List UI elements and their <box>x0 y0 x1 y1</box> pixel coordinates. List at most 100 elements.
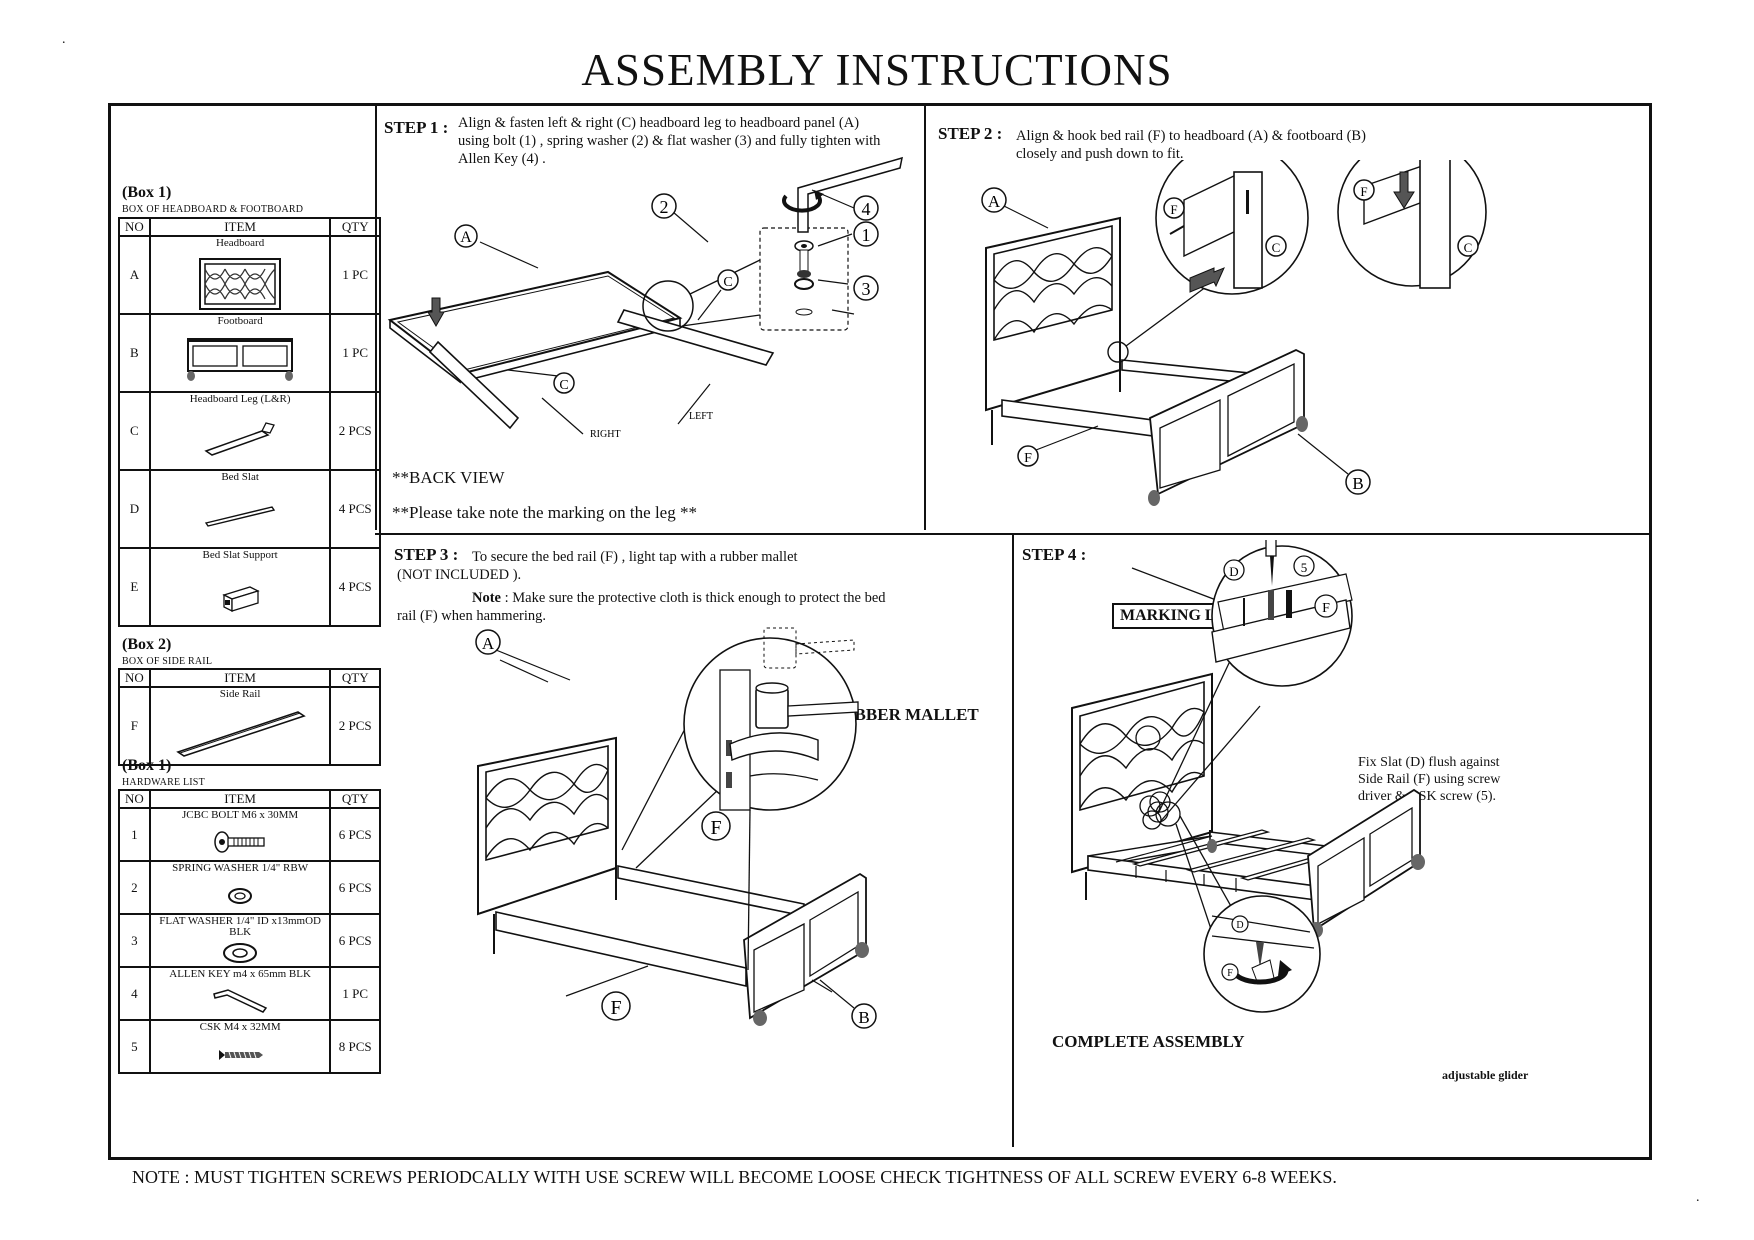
step1-text: Align & fasten left & right (C) headboar… <box>458 114 880 168</box>
col-no: NO <box>118 217 151 237</box>
row-no: F <box>118 686 151 766</box>
box1-table: NO ITEM QTY A Headboard 1 PC B Footboard <box>118 217 381 627</box>
row-item: Headboard <box>148 235 332 315</box>
back-view-label: **BACK VIEW <box>392 468 505 487</box>
step3-note: Note : Make sure the protective cloth is… <box>472 589 886 607</box>
item-label: JCBC BOLT M6 x 30MM <box>182 809 299 821</box>
col-qty: QTY <box>329 217 381 237</box>
row-qty: 2 PCS <box>329 391 381 471</box>
item-label: Headboard <box>215 237 265 249</box>
callout-b: B <box>858 1008 869 1027</box>
item-label: Bed Slat Support <box>202 549 278 561</box>
row-qty: 6 PCS <box>329 807 381 862</box>
item-label: CSK M4 x 32MM <box>199 1021 281 1033</box>
row-no: E <box>118 547 151 627</box>
item-label-2: BLK <box>229 926 252 938</box>
side-rail-icon <box>176 711 306 757</box>
box2-table: NO ITEM QTY F Side Rail 2 PCS <box>118 668 381 766</box>
row-item: Headboard Leg (L&R) <box>148 391 332 471</box>
col-item: ITEM <box>148 668 332 688</box>
complete-assembly-label: COMPLETE ASSEMBLY <box>1052 1032 1245 1051</box>
step3-diagram: A F F B <box>475 627 877 1029</box>
step1-line: Align & fasten left & right (C) headboar… <box>458 115 860 131</box>
step1-line: Allen Key (4) . <box>458 151 546 167</box>
hardware-table: NO ITEM QTY 1 JCBC BOLT M6 x 30MM 6 PCS … <box>118 789 381 1074</box>
footer-note: NOTE : MUST TIGHTEN SCREWS PERIODCALLY W… <box>132 1167 1337 1187</box>
corner-mark: . <box>62 32 66 47</box>
item-label: Footboard <box>217 315 263 327</box>
row-qty: 1 PC <box>329 235 381 315</box>
row-item: Footboard <box>148 313 332 393</box>
step4-diagram: D 5 F D F <box>1071 540 1425 1013</box>
row-item: Bed Slat Support <box>148 547 332 627</box>
col-qty: QTY <box>329 668 381 688</box>
note-label: Note <box>472 590 501 606</box>
headboard-leg-icon <box>204 422 276 456</box>
table-row: 1 JCBC BOLT M6 x 30MM 6 PCS <box>118 807 381 862</box>
corner-mark: . <box>1696 1190 1700 1205</box>
row-item: CSK M4 x 32MM <box>148 1019 332 1074</box>
callout-1: 1 <box>862 225 871 245</box>
callout-a: A <box>988 192 1001 211</box>
callout-3: 3 <box>862 279 871 299</box>
callout-f: F <box>1322 601 1330 616</box>
footboard-icon <box>187 338 294 381</box>
step2-line: closely and push down to fit. <box>1016 146 1184 162</box>
box3-heading: (Box 1) <box>122 757 172 774</box>
step2-line: Align & hook bed rail (F) to headboard (… <box>1016 128 1366 144</box>
callout-d: D <box>1229 564 1238 579</box>
col-item: ITEM <box>148 789 332 809</box>
item-label: Side Rail <box>219 688 261 700</box>
callout-c: C <box>723 275 732 290</box>
divider <box>1012 533 1014 1147</box>
row-qty: 4 PCS <box>329 547 381 627</box>
row-item: FLAT WASHER 1/4" ID x13mmOD BLK <box>148 913 332 968</box>
step1-diagram: A C C 2 1 3 4 LEFT RIGHT <box>387 156 903 440</box>
rubber-mallet-label: RUBBER MALLET <box>830 705 979 724</box>
row-qty: 1 PC <box>329 313 381 393</box>
callout-f: F <box>710 817 721 839</box>
callout-5: 5 <box>1301 560 1308 575</box>
bolt-icon <box>214 831 265 853</box>
note-text: : Make sure the protective cloth is thic… <box>504 590 886 606</box>
fix-line: Side Rail (F) using screw <box>1358 772 1501 787</box>
callout-a: A <box>460 229 472 246</box>
spring-washer-icon <box>228 888 253 904</box>
callout-f: F <box>1227 968 1233 979</box>
row-no: 4 <box>118 966 151 1021</box>
step1-line: using bolt (1) , spring washer (2) & fla… <box>458 133 881 149</box>
box2-heading: (Box 2) <box>122 636 172 653</box>
row-item: Side Rail <box>148 686 332 766</box>
row-item: JCBC BOLT M6 x 30MM <box>148 807 332 862</box>
item-label: SPRING WASHER 1/4" RBW <box>172 862 309 874</box>
callout-f: F <box>1024 451 1032 466</box>
table-row: B Footboard 1 PC <box>118 313 381 393</box>
row-no: C <box>118 391 151 471</box>
callout-c: C <box>559 378 568 393</box>
step4-label: STEP 4 : <box>1022 545 1087 564</box>
allen-key-icon <box>213 989 268 1013</box>
row-no: B <box>118 313 151 393</box>
slat-support-icon <box>222 586 260 613</box>
row-item: ALLEN KEY m4 x 65mm BLK <box>148 966 332 1021</box>
table-row: 4 ALLEN KEY m4 x 65mm BLK 1 PC <box>118 966 381 1021</box>
table-row: 3 FLAT WASHER 1/4" ID x13mmOD BLK 6 PCS <box>118 913 381 968</box>
col-item: ITEM <box>148 217 332 237</box>
flat-washer-icon <box>223 943 258 963</box>
page-title: ASSEMBLY INSTRUCTIONS <box>581 45 1173 95</box>
row-no: A <box>118 235 151 315</box>
table-row: E Bed Slat Support 4 PCS <box>118 547 381 627</box>
fix-line: Fix Slat (D) flush against <box>1358 755 1500 770</box>
step3-text: To secure the bed rail (F) , light tap w… <box>472 549 798 565</box>
row-no: 5 <box>118 1019 151 1074</box>
step1-label: STEP 1 : <box>384 118 449 137</box>
callout-a: A <box>482 634 495 653</box>
step2-text: Align & hook bed rail (F) to headboard (… <box>1016 127 1366 163</box>
callout-f: F <box>1170 202 1177 217</box>
step3-text: (NOT INCLUDED ). <box>397 567 522 583</box>
callout-2: 2 <box>660 197 669 217</box>
row-no: D <box>118 469 151 549</box>
row-no: 3 <box>118 913 151 968</box>
row-qty: 1 PC <box>329 966 381 1021</box>
callout-c: C <box>1464 240 1473 255</box>
